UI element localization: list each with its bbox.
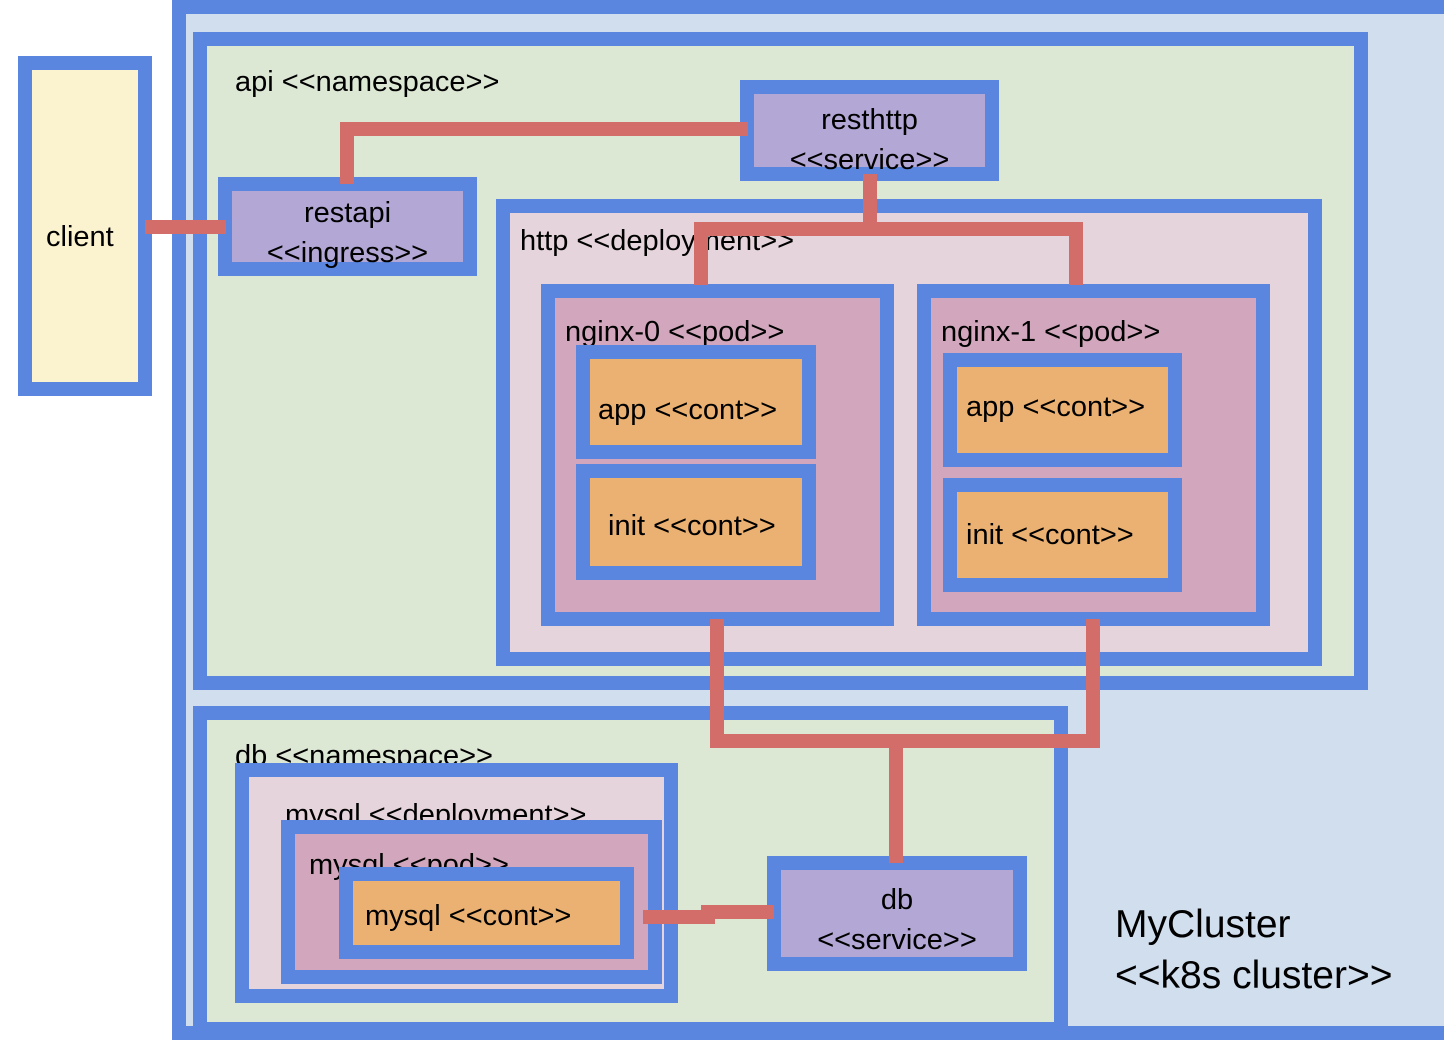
nginx-1-init-container-label: init <<cont>> [966, 519, 1134, 551]
http-deployment-label: http <<deployment>> [520, 225, 795, 257]
nginx-1-pod-label: nginx-1 <<pod>> [941, 316, 1161, 348]
cluster-stereotype: <<k8s cluster>> [1115, 953, 1393, 997]
nginx-0-init-container-label: init <<cont>> [608, 510, 776, 542]
nginx-0-init-container: init <<cont>> [576, 464, 816, 580]
db-service-stereotype: <<service>> [817, 924, 977, 957]
nginx-0-app-container-label: app <<cont>> [598, 394, 777, 426]
mysql-container: mysql <<cont>> [339, 867, 634, 959]
nginx-1-init-container: init <<cont>> [943, 478, 1182, 592]
nginx-0-pod-label: nginx-0 <<pod>> [565, 316, 785, 348]
client-box: client [18, 56, 152, 396]
cluster-name: MyCluster [1115, 903, 1291, 946]
cluster-label: MyCluster <<k8s cluster>> [1115, 900, 1393, 1001]
restapi-ingress-name: restapi [303, 197, 392, 229]
nginx-1-app-container-label: app <<cont>> [966, 391, 1145, 423]
api-namespace-label: api <<namespace>> [235, 66, 500, 98]
client-label: client [46, 221, 114, 253]
db-service: db <<service>> [767, 856, 1027, 971]
nginx-1-app-container: app <<cont>> [943, 353, 1182, 467]
restapi-ingress: restapi <<ingress>> [218, 177, 477, 276]
nginx-0-app-container: app <<cont>> [576, 345, 816, 459]
db-service-name: db [880, 884, 914, 916]
mysql-container-label: mysql <<cont>> [365, 900, 572, 932]
resthttp-service-name: resthttp [821, 104, 918, 136]
restapi-ingress-stereotype: <<ingress>> [266, 237, 429, 270]
resthttp-service-stereotype: <<service>> [789, 144, 950, 177]
resthttp-service: resthttp <<service>> [740, 80, 999, 181]
